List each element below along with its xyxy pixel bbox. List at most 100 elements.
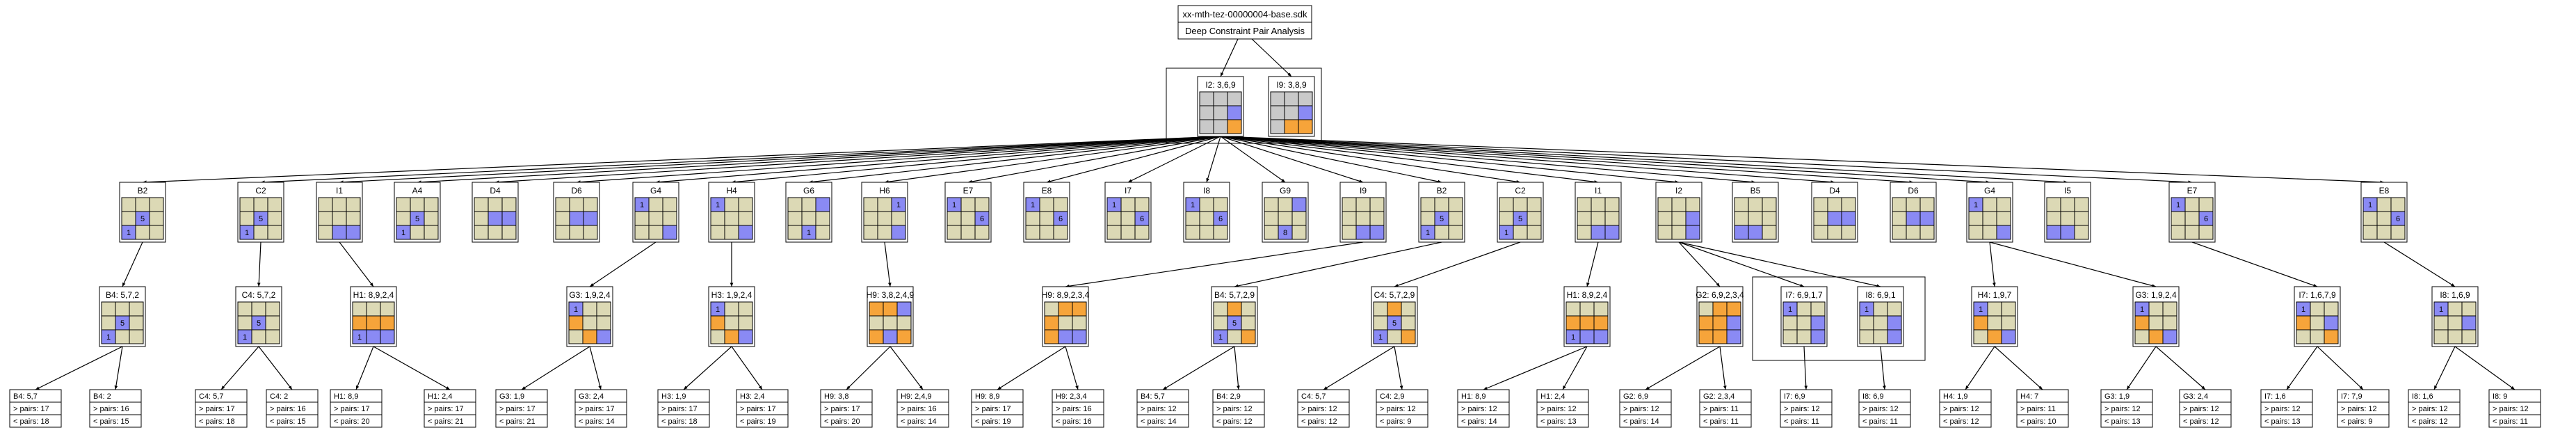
- level1-node: D4: [1811, 182, 1858, 243]
- grid-cell: [318, 211, 333, 226]
- grid-cell: [2184, 211, 2200, 226]
- grid-cell: [1671, 211, 1687, 226]
- grid-cell: [815, 211, 830, 226]
- leaf-pairs: < pairs: 14: [901, 417, 937, 426]
- leaf-pairs: < pairs: 21: [499, 417, 536, 426]
- grid-cell: [1072, 301, 1087, 317]
- grid-cell: [596, 329, 611, 344]
- cell-digit: 1: [640, 201, 644, 209]
- grid-cell: [1134, 225, 1150, 240]
- grid-cell: [1726, 329, 1741, 344]
- grid-cell: [1355, 197, 1371, 212]
- grid-cell: [2447, 301, 2463, 317]
- grid-cell: [1355, 211, 1371, 226]
- grid-cell: [1401, 329, 1416, 344]
- grid-cell: [251, 329, 266, 344]
- leaf-title: H1: 8,9: [334, 392, 358, 401]
- edge-arrow: [1206, 178, 1209, 182]
- edge-arrow: [1645, 386, 1650, 390]
- grid-cell: [2324, 329, 2339, 344]
- edge: [417, 136, 1221, 183]
- pair-group-frame: [1752, 276, 1926, 361]
- node-label: I5: [2064, 186, 2071, 196]
- grid-cell: [710, 329, 725, 344]
- edge: [1162, 346, 1235, 390]
- grid-cell: [1213, 197, 1228, 212]
- grid-cell: [115, 329, 130, 344]
- grid-cell: [265, 329, 280, 344]
- grid-cell: [1342, 197, 1357, 212]
- level2-node: C4: 5,7,251: [235, 286, 282, 347]
- leaf-pairs: < pairs: 13: [1540, 417, 1577, 426]
- grid-cell: [2310, 329, 2325, 344]
- leaf-pairs: > pairs: 16: [901, 405, 937, 413]
- edge: [220, 346, 259, 390]
- grid-cell: [1762, 211, 1777, 226]
- grid-cell: [346, 197, 361, 212]
- grid-cell: [724, 315, 739, 330]
- grid-cell: [1199, 197, 1214, 212]
- grid-cell: [1657, 225, 1673, 240]
- leaf-pairs: > pairs: 12: [2341, 405, 2377, 413]
- edge: [1394, 346, 1403, 390]
- cell-digit: 5: [1518, 215, 1522, 223]
- grid-cell: [1284, 91, 1299, 106]
- cell-digit: 1: [1378, 333, 1383, 342]
- leaf-title: B4: 5,7: [13, 392, 38, 401]
- leaf-title: C4: 2,9: [1380, 392, 1404, 401]
- grid-cell: [1748, 225, 1763, 240]
- grid-cell: [396, 211, 411, 226]
- title-filename: xx-mth-tez-00000004-base.sdk: [1182, 9, 1307, 19]
- edge: [967, 136, 1221, 183]
- edge-arrow: [257, 282, 261, 287]
- level1-node: G41: [1966, 182, 2013, 243]
- cell-digit: 5: [1392, 319, 1396, 328]
- grid-cell: [501, 225, 517, 240]
- grid-cell: [1734, 211, 1749, 226]
- grid-cell: [787, 197, 803, 212]
- cell-digit: 1: [1571, 333, 1575, 342]
- grid-cell: [960, 197, 976, 212]
- edge-arrow: [522, 386, 526, 390]
- grid-cell: [2171, 211, 2186, 226]
- grid-cell: [1227, 91, 1242, 106]
- grid-cell: [237, 301, 252, 317]
- grid-cell: [1053, 197, 1068, 212]
- leaf-pairs: < pairs: 11: [1784, 417, 1819, 426]
- cell-digit: 1: [243, 333, 247, 342]
- node-label: B2: [1437, 186, 1447, 196]
- edge: [1220, 136, 1835, 183]
- grid-cell: [634, 211, 650, 226]
- leaf-node: H3: 1,9> pairs: 17< pairs: 18: [657, 389, 710, 428]
- grid-cell: [121, 211, 136, 226]
- cell-digit: 1: [1218, 333, 1223, 342]
- leaf-pairs: < pairs: 10: [2020, 417, 2056, 426]
- leaf-pairs: > pairs: 12: [2264, 405, 2301, 413]
- cell-digit: 1: [2301, 305, 2305, 314]
- grid-cell: [2148, 301, 2164, 317]
- grid-cell: [396, 197, 411, 212]
- grid-cell: [648, 225, 663, 240]
- grid-cell: [1291, 211, 1307, 226]
- edge: [589, 346, 602, 390]
- node-label: G4: [650, 186, 661, 196]
- cell-digit: 1: [357, 333, 362, 342]
- grid-cell: [1810, 301, 1826, 317]
- grid-cell: [1120, 197, 1136, 212]
- node-label: G2: 6,9,2,3,4: [1696, 290, 1744, 300]
- grid-cell: [1671, 225, 1687, 240]
- grid-cell: [1355, 225, 1371, 240]
- grid-cell: [648, 197, 663, 212]
- grid-cell: [662, 197, 677, 212]
- leaf-node: H3: 2,4> pairs: 17< pairs: 19: [736, 389, 789, 428]
- edge: [2126, 346, 2157, 390]
- grid-cell: [1859, 329, 1874, 344]
- grid-cell: [1106, 211, 1122, 226]
- leaf-pairs: > pairs: 17: [334, 405, 370, 413]
- grid-cell: [2046, 211, 2061, 226]
- cell-digit: 5: [415, 215, 419, 223]
- grid-cell: [2046, 225, 2061, 240]
- edge: [1645, 346, 1721, 390]
- root-node: I9: 3,8,9: [1268, 76, 1315, 137]
